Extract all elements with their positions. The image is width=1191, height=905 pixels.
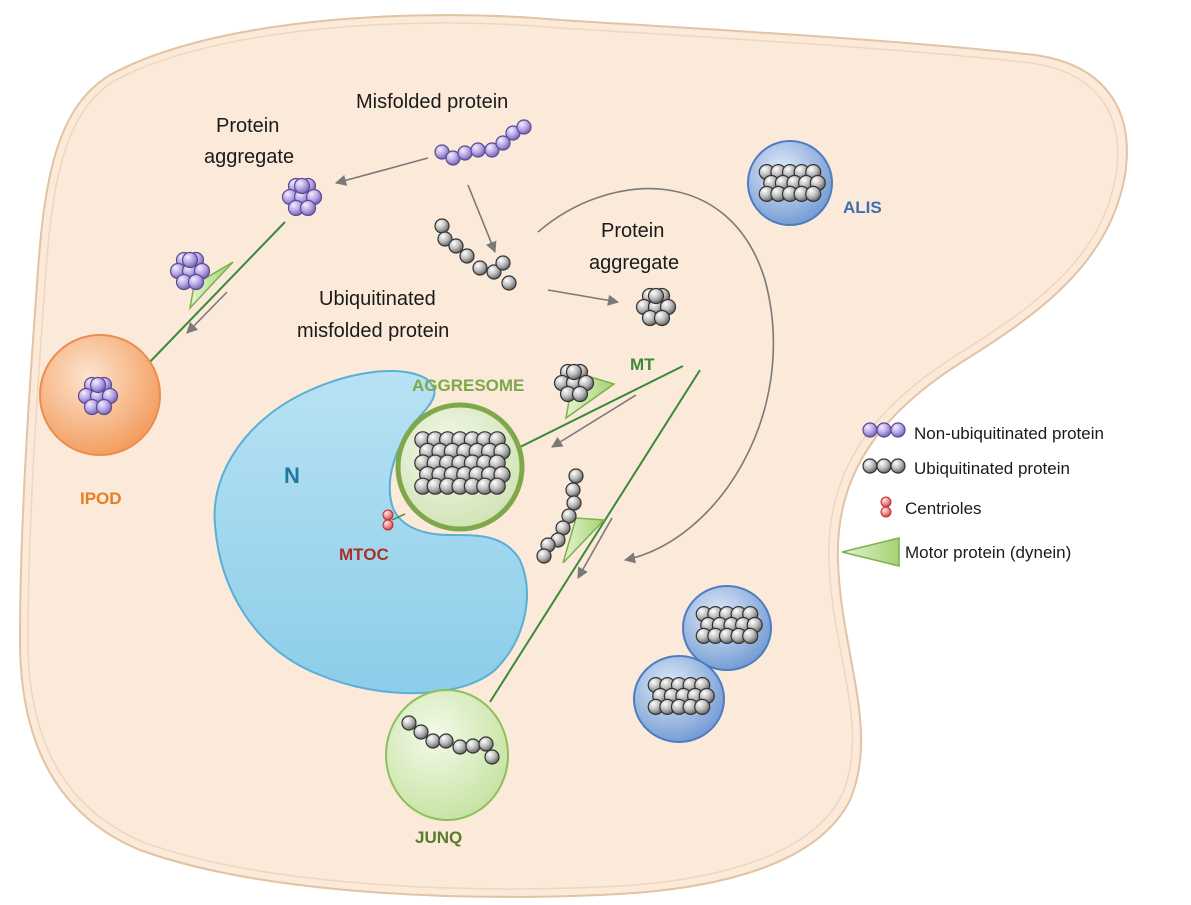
- label-mtoc: MTOC: [339, 545, 389, 564]
- ipod-cargo-aggregate: [169, 251, 211, 291]
- alis-aggregate-1: [758, 164, 826, 202]
- protein-aggregate-right: [635, 287, 677, 327]
- pathway-arrows: [186, 157, 775, 579]
- junq-chain: [401, 715, 500, 765]
- cell-membrane: [18, 14, 1128, 898]
- label-aggresome: AGGRESOME: [412, 376, 524, 395]
- mtoc-connector: [391, 513, 406, 521]
- label-misfolded-protein: Misfolded protein: [356, 91, 508, 113]
- label-protein-aggregate-right-line2: aggregate: [589, 252, 679, 274]
- label-ubiquitinated-line1: Ubiquitinated: [319, 288, 436, 310]
- cell-membrane-inner: [27, 22, 1119, 890]
- label-alis: ALIS: [843, 198, 882, 217]
- protein-aggregate-left: [281, 177, 323, 217]
- legend-ubiquitinated-icon: [862, 458, 906, 474]
- label-mt: MT: [630, 355, 655, 374]
- legend: Non-ubiquitinated protein Ubiquitinated …: [841, 422, 1104, 567]
- motor-protein-icon-junq: [562, 517, 606, 564]
- aggresome-aggregate: [414, 431, 511, 495]
- misfolded-protein-chain: [434, 119, 532, 166]
- label-ipod: IPOD: [80, 489, 122, 508]
- nucleus: [213, 370, 528, 695]
- label-protein-aggregate-right-line1: Protein: [601, 220, 664, 242]
- legend-centrioles-label: Centrioles: [905, 499, 982, 518]
- alis-aggregate-3: [647, 677, 715, 715]
- centrioles-icon: [382, 509, 394, 531]
- label-protein-aggregate-left-line1: Protein: [216, 115, 279, 137]
- motor-protein-icon-ipod: [188, 261, 234, 311]
- label-junq: JUNQ: [415, 828, 462, 847]
- junq-cargo-chain: [536, 468, 584, 564]
- ubiquitinated-protein-chain: [434, 218, 517, 291]
- legend-motor-protein-icon: [841, 537, 900, 567]
- legend-gray-chain: [862, 458, 906, 474]
- legend-centrioles-icon: [880, 496, 892, 518]
- legend-ubiquitinated-label: Ubiquitinated protein: [914, 459, 1070, 478]
- microtubules: [144, 221, 701, 703]
- protein-beads: [77, 119, 826, 765]
- legend-non-ubiquitinated-icon: [862, 422, 906, 438]
- label-ubiquitinated-line2: misfolded protein: [297, 320, 449, 342]
- legend-purple-chain: [862, 422, 906, 438]
- label-nucleus: N: [284, 463, 300, 488]
- aggresome-cargo-aggregate: [553, 363, 595, 403]
- legend-non-ubiquitinated-label: Non-ubiquitinated protein: [914, 424, 1104, 443]
- legend-motor-protein-label: Motor protein (dynein): [905, 543, 1071, 562]
- ipod-aggregate: [77, 376, 119, 416]
- label-protein-aggregate-left-line2: aggregate: [204, 146, 294, 168]
- alis-aggregate-2: [695, 606, 763, 644]
